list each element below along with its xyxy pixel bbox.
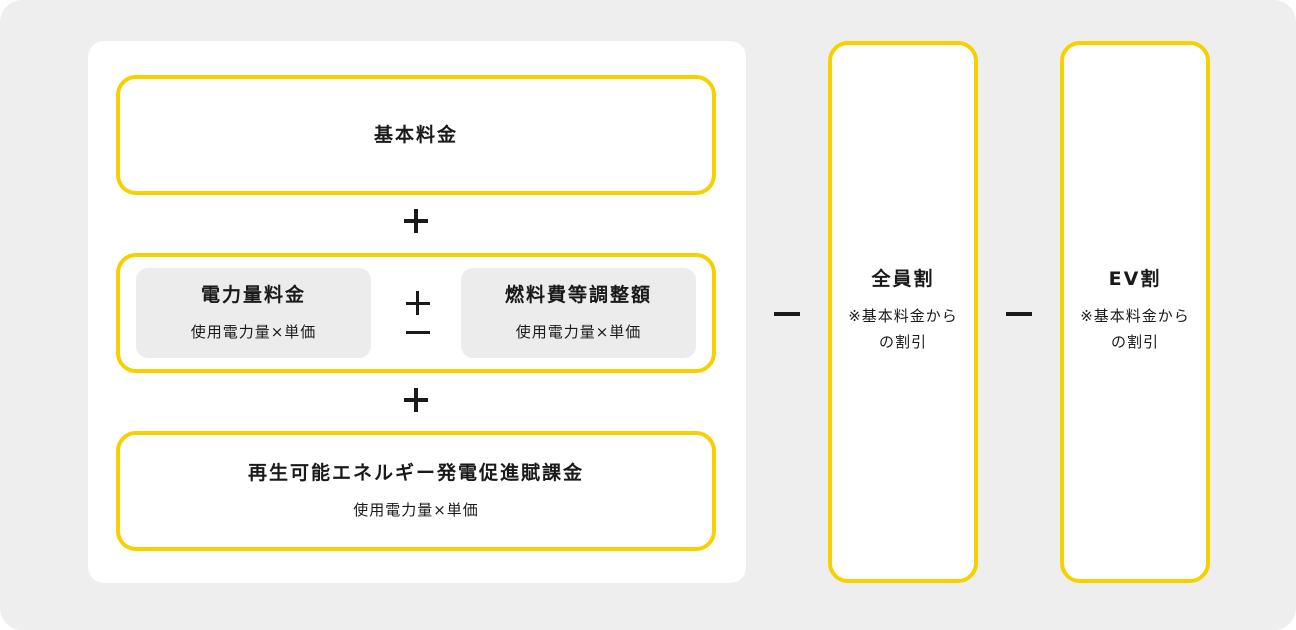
- renewable-levy-title: 再生可能エネルギー発電促進賦課金: [247, 462, 584, 484]
- fuel-adjustment-title: 燃料費等調整額: [504, 284, 652, 306]
- plus-operator: [401, 207, 431, 237]
- fuel-adjustment-card: 燃料費等調整額 使用電力量×単価: [461, 268, 696, 358]
- discount-all-note-line1: ※基本料金から: [848, 306, 958, 325]
- discount-all-title: 全員割: [871, 267, 935, 290]
- discount-all-box: 全員割 ※基本料金から の割引: [828, 41, 978, 583]
- plus-operator: [401, 386, 431, 416]
- discount-ev-note-line2: の割引: [1110, 332, 1159, 351]
- minus-operator: [1006, 312, 1032, 316]
- energy-and-fuel-box: 電力量料金 使用電力量×単価 燃料費等調整額 使用電力量×単価: [116, 253, 716, 373]
- renewable-levy-box: 再生可能エネルギー発電促進賦課金 使用電力量×単価: [116, 431, 716, 551]
- energy-charge-formula: 使用電力量×単価: [190, 323, 317, 341]
- discount-all-note-line2: の割引: [878, 332, 927, 351]
- base-fee-box: 基本料金: [116, 75, 716, 195]
- energy-charge-title: 電力量料金: [200, 284, 306, 306]
- base-fee-title: 基本料金: [373, 123, 458, 146]
- minus-operator: [774, 312, 800, 316]
- discount-ev-box: EV割 ※基本料金から の割引: [1060, 41, 1210, 583]
- discount-ev-note-line1: ※基本料金から: [1080, 306, 1190, 325]
- renewable-levy-formula: 使用電力量×単価: [353, 501, 479, 519]
- fuel-adjustment-formula: 使用電力量×単価: [515, 323, 642, 341]
- discount-ev-title: EV割: [1108, 267, 1162, 290]
- energy-charge-card: 電力量料金 使用電力量×単価: [136, 268, 371, 358]
- plus-minus-operator: [404, 291, 432, 337]
- charges-panel: 基本料金 電力量料金 使用電力量×単価 燃料費等調整額 使用電力量×単価: [88, 41, 746, 583]
